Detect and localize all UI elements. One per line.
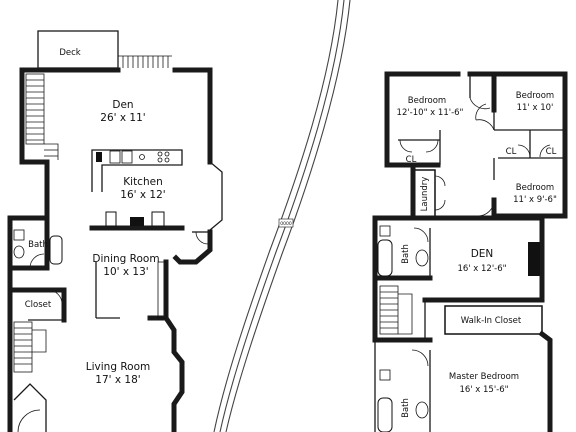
bedroom2-size: 11' x 10' (517, 103, 554, 113)
left-bath-label: Bath (28, 240, 48, 250)
road-marker-label: 0000 (280, 221, 292, 227)
kitchen-size: 16' x 12' (120, 189, 165, 201)
upper-bath2-label: Bath (401, 398, 411, 418)
den-left-wall (19, 67, 50, 221)
upper-den-fireplace (528, 242, 540, 276)
bedroom1-walls (384, 71, 461, 168)
walkin-closet-label: Walk-In Closet (461, 316, 522, 326)
road-path: 0000 (213, 0, 351, 432)
main-floor: Deck Den 26' x 11' Kitchen 16' x 12' Din… (7, 30, 223, 432)
den-size: 26' x 11' (100, 112, 145, 124)
den-right-wall (172, 67, 213, 165)
master-bedroom-size: 16' x 15'-6" (459, 385, 508, 395)
kitchen-label: Kitchen (123, 176, 162, 188)
bedroom2-label: Bedroom (516, 91, 554, 101)
dining-size: 10' x 13' (103, 266, 148, 278)
laundry-label: Laundry (420, 177, 430, 212)
left-closet-label: Closet (25, 300, 52, 310)
upper-stairs (379, 285, 413, 335)
walkin-closet-box (444, 305, 543, 335)
den-stairs (25, 73, 59, 160)
kitchen-bay-window (209, 161, 223, 231)
upper-floor: Bedroom 12'-10" x 11'-6" Bedroom 11' x 1… (372, 71, 568, 432)
bedroom1-label: Bedroom (408, 96, 446, 106)
upper-den-label: DEN (471, 248, 494, 260)
kitchen-dining-divider (89, 211, 209, 245)
closet2-label: CL (506, 147, 517, 157)
living-size: 17' x 18' (95, 374, 140, 386)
bedroom3-size: 11' x 9'-6" (513, 195, 557, 205)
master-bedroom-label: Master Bedroom (449, 372, 519, 382)
living-right-wall (162, 314, 185, 432)
deck-stairs (118, 55, 172, 68)
dining-label: Dining Room (92, 253, 159, 265)
closet1-label: CL (406, 155, 417, 165)
living-stairs (13, 321, 47, 373)
bedroom1-size: 12'-10" x 11'-6" (397, 108, 464, 118)
upper-bath1-label: Bath (401, 244, 411, 264)
upper-den-size: 16' x 12'-6" (457, 264, 506, 274)
left-bath (7, 215, 63, 271)
den-label: Den (112, 99, 133, 111)
deck-label: Deck (59, 48, 80, 58)
kitchen-counters (91, 149, 183, 192)
living-doorway (13, 383, 47, 432)
bedroom3-label: Bedroom (516, 183, 554, 193)
kitchen-bay-wall (172, 229, 213, 265)
bedroom2-walls (491, 71, 568, 168)
closet3-label: CL (546, 147, 557, 157)
master-right-wall (538, 330, 553, 432)
living-label: Living Room (86, 361, 150, 373)
left-closet (7, 287, 67, 323)
